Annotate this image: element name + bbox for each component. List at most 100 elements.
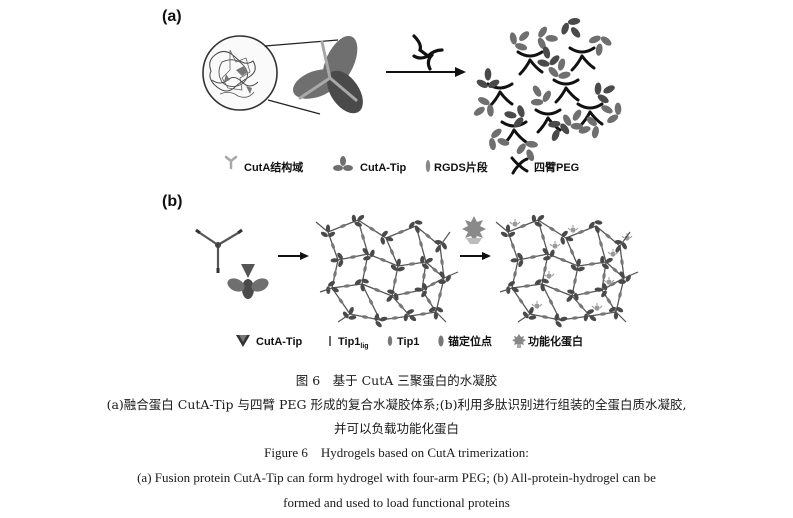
trimer-lobe	[560, 236, 565, 245]
trimer-lobe	[351, 214, 357, 223]
trimer-lobe	[516, 143, 526, 155]
functional-protein-spikes	[543, 271, 555, 277]
caption-en-line1: (a) Fusion protein CutA-Tip can form hyd…	[137, 470, 656, 485]
trimer-lobe	[566, 295, 573, 302]
trimer-lobe	[595, 43, 603, 56]
trimer-lobe	[518, 259, 524, 268]
tip1-marker	[518, 297, 524, 305]
trimer-lobe	[375, 320, 382, 328]
trimer-lobe	[414, 287, 423, 292]
trimer-lobe	[421, 290, 427, 298]
trimer-lobe	[605, 257, 613, 263]
cuta-tip-unit	[351, 214, 365, 227]
trimer-lobe	[360, 283, 365, 292]
trimer-lobe	[545, 35, 558, 42]
legend-b-text-2: Tip1	[397, 336, 419, 348]
peg-cuta-hydrogel-network	[473, 18, 622, 162]
legend-a-text-0: CutA结构域	[244, 160, 303, 174]
legend-b-text-1: Tip1lig	[338, 336, 369, 350]
trimer-lobe	[406, 309, 415, 315]
tip1-marker	[529, 255, 537, 259]
trimer-lobe	[542, 90, 552, 102]
tip1-marker	[583, 291, 591, 295]
cuta-tip-icon	[333, 156, 353, 171]
trimer-lobe	[497, 138, 510, 146]
trimer-lobe	[504, 111, 517, 119]
tip1-marker	[569, 248, 575, 256]
cuta-tip-unit	[554, 313, 568, 328]
trimer-lobe	[601, 263, 609, 270]
trimer-lobe	[348, 306, 354, 315]
all-protein-hydrogel-network	[315, 214, 459, 328]
zoom-line-top	[264, 39, 339, 47]
trimer-lobe	[601, 290, 607, 298]
functional-protein-spikes	[549, 241, 561, 247]
trimer-lobe	[531, 214, 537, 223]
trimer-lobe	[565, 236, 574, 242]
tip1-marker	[419, 312, 427, 316]
trimer-lobe	[515, 43, 528, 51]
trimer-lobe	[588, 221, 595, 229]
cuta-tip-unit	[589, 35, 612, 56]
cuta-tip-unit	[476, 68, 500, 89]
trimer-lobe	[354, 221, 362, 227]
tip1-marker	[426, 297, 432, 305]
functional-protein-spikes	[567, 225, 579, 231]
trimer-lobe	[386, 295, 393, 302]
tip1-marker	[432, 267, 438, 273]
tip1-marker	[571, 316, 579, 320]
trimer-lobe	[509, 32, 517, 45]
cuta-domain	[298, 40, 358, 102]
trimer-lobe	[513, 117, 524, 128]
caption-en-line2: formed and used to load functional prote…	[283, 495, 510, 510]
trimer-lobe	[537, 59, 550, 67]
trimer-lobe	[436, 306, 444, 313]
trimer-lobe	[594, 220, 603, 225]
trimer-lobe	[328, 280, 335, 287]
cuta-tip-unit	[530, 85, 552, 106]
trimer-lobe	[551, 129, 560, 142]
cuta-tip-unit	[380, 230, 394, 245]
functional-protein-spikes	[607, 249, 619, 255]
peg-crosslinker	[568, 46, 596, 72]
trimer-lobe	[508, 280, 515, 287]
cuta-tip-unit	[489, 128, 510, 151]
caption-zh-title: 图 6 基于 CutA 三聚蛋白的水凝胶	[295, 373, 498, 388]
cuta-tip-unit	[510, 252, 524, 268]
tip1-marker	[573, 277, 577, 285]
trimer-lobe	[534, 279, 542, 286]
trimer-lobe	[530, 98, 544, 106]
trimer-lobe	[348, 315, 357, 320]
tip1-marker	[602, 272, 606, 280]
trimer-lobe	[532, 85, 542, 97]
tip1-lig-arm	[619, 231, 631, 247]
trimer-lobe	[328, 231, 336, 238]
cuta-tip-unit	[531, 214, 545, 227]
tip1-marker	[438, 291, 442, 299]
trimer-lobe	[293, 69, 339, 99]
trimer-lobe	[600, 255, 605, 264]
tip1-marker	[612, 267, 618, 273]
trimer-lobe	[487, 104, 494, 117]
trimer-lobe	[534, 221, 542, 227]
trimer-lobe	[570, 27, 581, 38]
legend-b-text-0: CutA-Tip	[256, 336, 303, 348]
tip1-marker	[553, 288, 561, 292]
trimer-lobe	[379, 316, 388, 322]
trimer-lobe	[570, 264, 578, 271]
cuta-tip-unit	[326, 280, 339, 295]
cuta-tip-unit	[434, 239, 447, 253]
tip1-lig-arm	[315, 221, 329, 233]
cuta-tip-unit	[570, 258, 585, 272]
tip1-lig-trimer	[195, 228, 243, 273]
cuta-tip-unit	[583, 309, 597, 322]
legend-a: CutA结构域 CutA-Tip RGDS片段 四臂PEG	[224, 155, 579, 175]
functional-protein-unit	[552, 243, 558, 249]
tip1-marker	[425, 233, 431, 239]
trimer-lobe	[476, 79, 488, 89]
cuta-tip-unit	[320, 224, 336, 238]
cuta-tip-unit	[588, 220, 603, 234]
cuta-tip-unit	[614, 239, 627, 253]
trimer-lobe	[525, 140, 538, 148]
tip1-marker	[599, 240, 603, 248]
